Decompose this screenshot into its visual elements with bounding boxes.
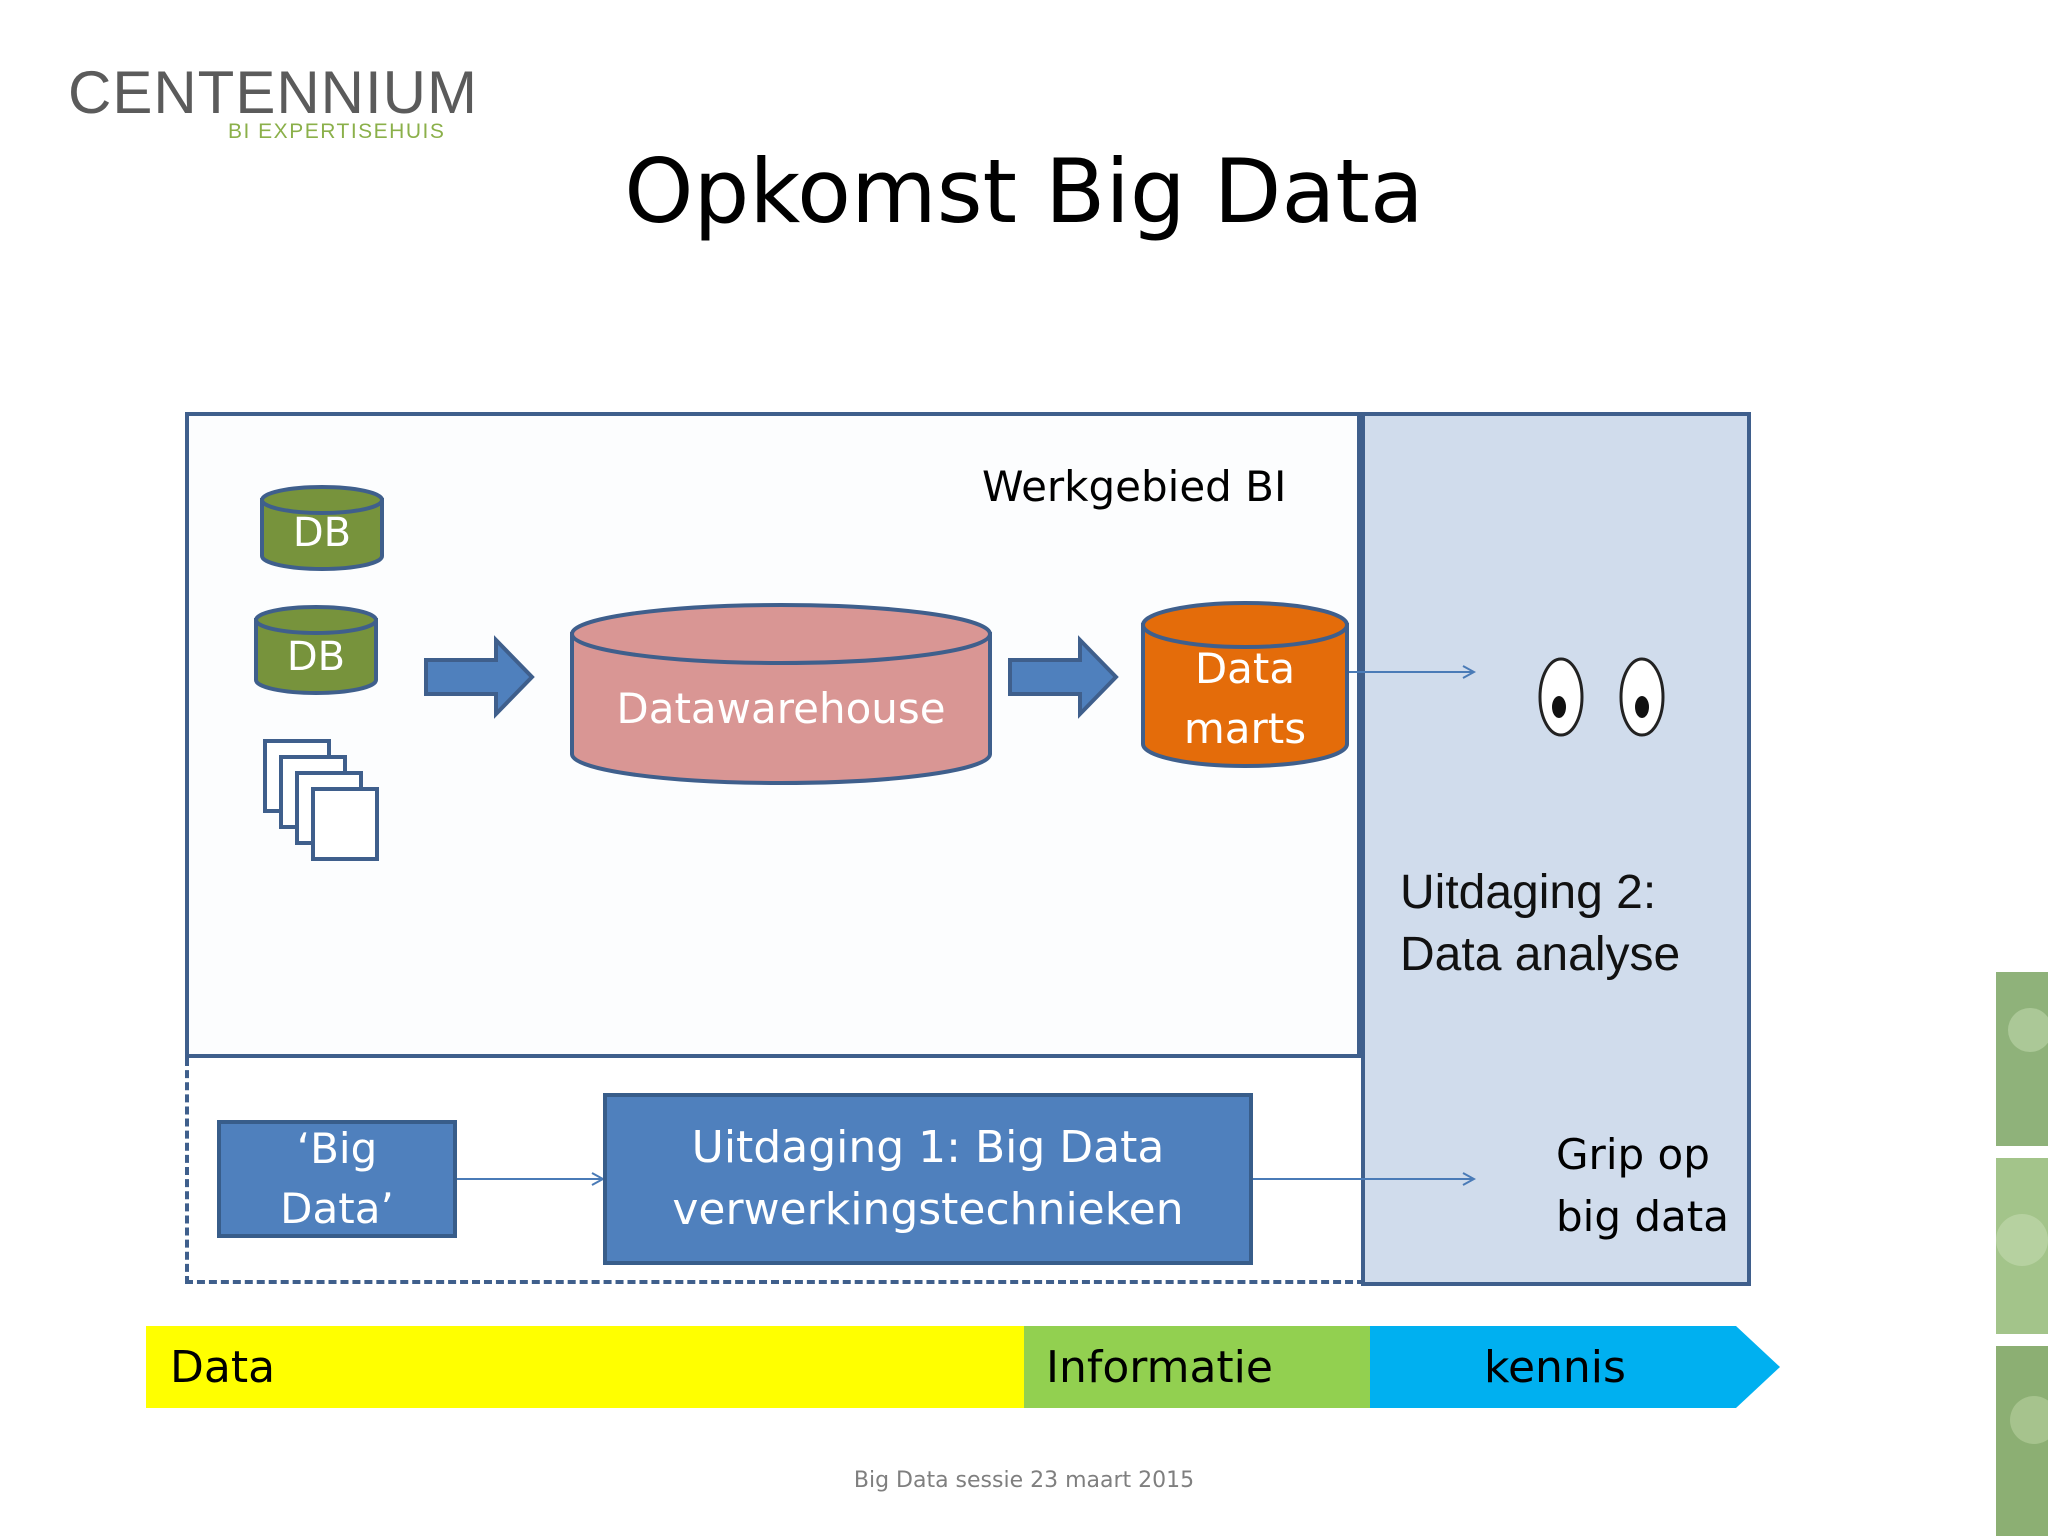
band-data: Data bbox=[146, 1326, 1024, 1408]
datawarehouse-cylinder bbox=[570, 603, 992, 785]
slide-title: Opkomst Big Data bbox=[624, 140, 1424, 243]
band-informatie: Informatie bbox=[1024, 1326, 1370, 1408]
database-icon bbox=[254, 605, 378, 695]
big-data-line1: ‘Big bbox=[296, 1124, 378, 1173]
challenge-2-line1: Uitdaging 2: bbox=[1400, 866, 1657, 919]
big-data-line2: Data’ bbox=[280, 1184, 394, 1233]
challenge-2-line2: Data analyse bbox=[1400, 928, 1681, 981]
data-analysis-column bbox=[1361, 412, 1751, 1286]
big-data-block: ‘Big Data’ bbox=[217, 1120, 457, 1238]
challenge-1-line1: Uitdaging 1: Big Data bbox=[691, 1122, 1165, 1173]
kennis-band-shape bbox=[1370, 1326, 1780, 1408]
arrow-right-icon bbox=[424, 635, 535, 719]
band-kennis: kennis bbox=[1370, 1326, 1780, 1408]
logo-wordmark: CENTENNIUM bbox=[68, 59, 478, 126]
arrow-right-icon bbox=[1008, 635, 1119, 719]
decorative-leaf-images bbox=[1996, 972, 2048, 1536]
db2-label: DB bbox=[286, 634, 346, 680]
challenge-2-label: Uitdaging 2: Data analyse bbox=[1400, 862, 1680, 986]
documents-icon bbox=[263, 739, 379, 861]
band-kennis-label: kennis bbox=[1484, 1341, 1626, 1393]
band-informatie-label: Informatie bbox=[1046, 1341, 1273, 1393]
datamarts-label-line1: Data bbox=[1194, 644, 1296, 693]
database-icon bbox=[260, 485, 384, 571]
datawarehouse-label: Datawarehouse bbox=[616, 684, 946, 733]
challenge-1-block: Uitdaging 1: Big Data verwerkingstechnie… bbox=[603, 1093, 1253, 1265]
eyes-icon bbox=[1538, 657, 1665, 737]
big-data-dashed-zone bbox=[185, 1058, 1365, 1284]
logo-subtitle: BI EXPERTISEHUIS bbox=[228, 120, 446, 143]
band-data-label: Data bbox=[170, 1341, 276, 1393]
datamarts-cylinder bbox=[1141, 601, 1349, 768]
grip-line1: Grip op bbox=[1556, 1130, 1710, 1179]
grip-line2: big data bbox=[1556, 1192, 1729, 1241]
bi-work-area-label: Werkgebied BI bbox=[982, 462, 1287, 511]
db1-label: DB bbox=[292, 510, 352, 556]
challenge-1-line2: verwerkingstechnieken bbox=[672, 1184, 1184, 1235]
datamarts-label-line2: marts bbox=[1183, 704, 1307, 753]
grip-label: Grip op big data bbox=[1556, 1124, 1729, 1248]
slide-footer: Big Data sessie 23 maart 2015 bbox=[853, 1468, 1195, 1493]
